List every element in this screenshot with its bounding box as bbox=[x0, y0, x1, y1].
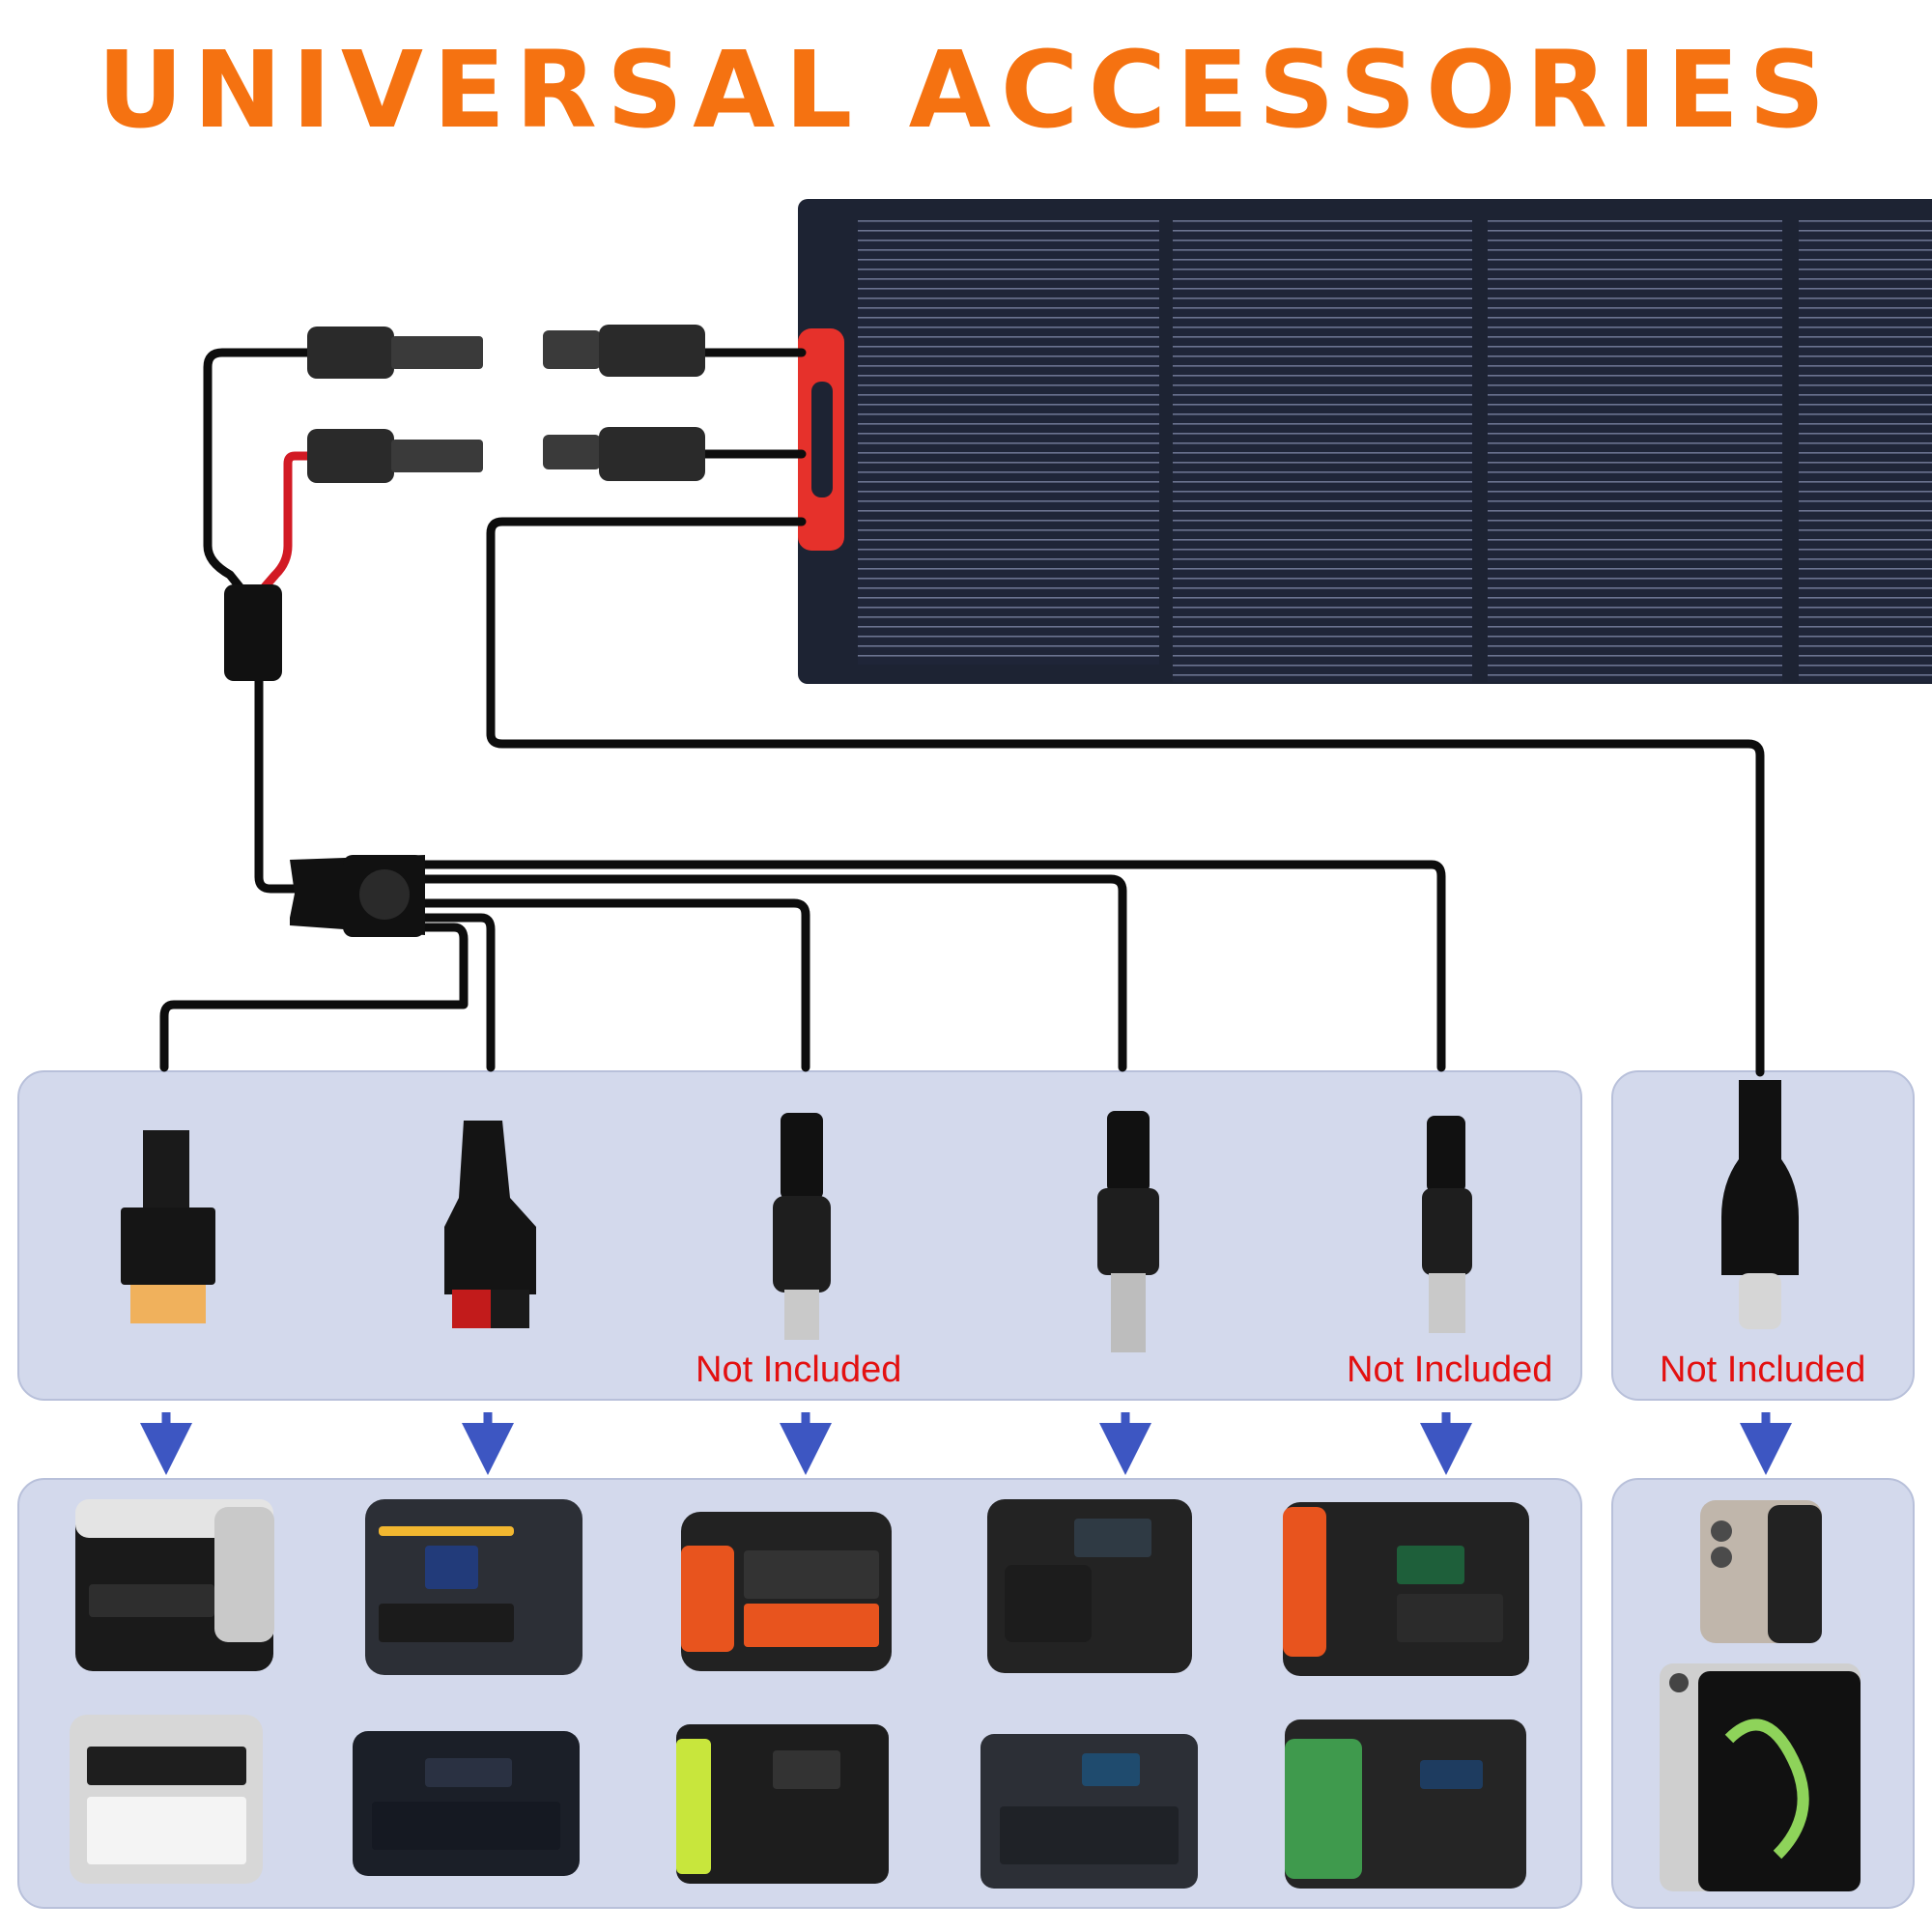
power-station-ecoflow-icon bbox=[75, 1499, 274, 1671]
mc4-connector-icon bbox=[307, 325, 705, 483]
power-station-anker-icon bbox=[365, 1499, 582, 1675]
cable-anderson bbox=[420, 913, 496, 1072]
cable-negative bbox=[203, 348, 316, 594]
trunk-cable bbox=[254, 662, 304, 894]
y-splitter-icon bbox=[224, 584, 425, 937]
dc5521-connector-icon bbox=[773, 1113, 831, 1340]
usbc-cable bbox=[486, 517, 1765, 1077]
power-station-bluetti-icon bbox=[987, 1499, 1192, 1673]
power-station-green-yellow-icon bbox=[676, 1724, 889, 1884]
power-station-grey-icon bbox=[980, 1734, 1198, 1889]
power-station-jackery-icon bbox=[681, 1512, 892, 1671]
power-station-blue-icon bbox=[353, 1731, 580, 1876]
cable-5521 bbox=[420, 898, 810, 1072]
not-included-note-dc7909: Not Included bbox=[1347, 1350, 1553, 1390]
not-included-note-usbc: Not Included bbox=[1660, 1350, 1866, 1390]
carry-handle-icon bbox=[798, 328, 844, 551]
smartphone-icon bbox=[1700, 1500, 1822, 1643]
cable-7909 bbox=[420, 860, 1446, 1072]
solar-panel-icon bbox=[798, 199, 1932, 684]
tablet-icon bbox=[1660, 1663, 1861, 1891]
usbc-connector-icon bbox=[1721, 1080, 1799, 1329]
anderson-connector-icon bbox=[444, 1121, 536, 1328]
power-station-silver-icon bbox=[70, 1715, 263, 1884]
dc8mm-connector-icon bbox=[1097, 1111, 1159, 1352]
not-included-note-dc5521: Not Included bbox=[696, 1350, 902, 1390]
power-station-greenside-icon bbox=[1285, 1719, 1526, 1889]
cable-8mm bbox=[420, 874, 1127, 1072]
arrow-icons bbox=[140, 1412, 1792, 1475]
power-station-flashfish-icon bbox=[1283, 1502, 1529, 1676]
cable-positive bbox=[259, 451, 311, 592]
page-title: UNIVERSAL ACCESSORIES bbox=[97, 28, 1835, 152]
xt60-connector-icon bbox=[121, 1130, 215, 1323]
cable-xt60 bbox=[159, 923, 469, 1072]
dc7909-connector-icon bbox=[1422, 1116, 1472, 1333]
